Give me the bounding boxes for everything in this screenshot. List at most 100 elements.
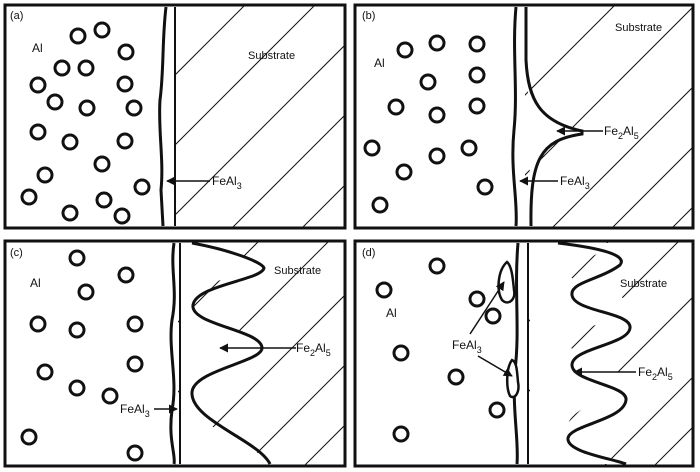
circle-particle-icon xyxy=(395,163,413,181)
panel-d-fe2al5-layer xyxy=(530,243,630,464)
panel-c-particles xyxy=(20,249,144,462)
panel-c-feal3-label: FeAl3 xyxy=(120,402,150,419)
circle-particle-icon xyxy=(68,321,86,339)
panel-a-al-label: Al xyxy=(32,41,43,55)
circle-particle-icon xyxy=(363,139,381,157)
circle-particle-icon xyxy=(36,363,54,381)
panel-b-label: (b) xyxy=(362,10,375,22)
panel-c-al-label: Al xyxy=(30,276,41,290)
circle-particle-icon xyxy=(476,178,494,196)
panel-d-feal3-island-top xyxy=(497,260,516,304)
panel-a-particles xyxy=(20,21,151,225)
circle-particle-icon xyxy=(126,355,144,373)
circle-particle-icon xyxy=(392,344,410,362)
arrow-icon xyxy=(477,355,513,377)
panel-b-frame xyxy=(353,3,695,230)
circle-particle-icon xyxy=(484,307,502,325)
panel-c-frame xyxy=(3,239,347,468)
panel-d-particles xyxy=(375,257,506,443)
circle-particle-icon xyxy=(69,27,87,45)
circle-particle-icon xyxy=(46,93,64,111)
panel-c-wavy-front xyxy=(190,241,272,465)
circle-particle-icon xyxy=(53,59,71,77)
circle-particle-icon xyxy=(20,428,38,446)
panel-d-feal3-label: FeAl3 xyxy=(452,338,482,355)
panel-b: (b) Al Substrate xyxy=(353,3,695,230)
panel-b-feal3-layer xyxy=(511,6,518,227)
panel-a-label: (a) xyxy=(10,10,23,22)
circle-particle-icon xyxy=(101,387,119,405)
circle-particle-icon xyxy=(117,266,135,284)
panel-a: (a) Al Substrate xyxy=(3,3,347,230)
panel-c-label: (c) xyxy=(10,247,23,259)
circle-particle-icon xyxy=(36,166,54,184)
circle-particle-icon xyxy=(125,99,143,117)
circle-particle-icon xyxy=(488,401,506,419)
panel-d-feal3-layer xyxy=(512,242,520,465)
circle-particle-icon xyxy=(93,21,111,39)
panel-b-al-label: Al xyxy=(374,56,385,70)
panel-d-label: (d) xyxy=(362,247,375,259)
circle-particle-icon xyxy=(396,41,414,59)
panel-b-feal3-label: FeAl3 xyxy=(560,174,590,191)
circle-particle-icon xyxy=(116,75,134,93)
circle-particle-icon xyxy=(428,106,446,124)
circle-particle-icon xyxy=(29,76,47,94)
panel-d-feal3-island-bottom xyxy=(506,358,520,399)
circle-particle-icon xyxy=(93,155,111,173)
panel-b-substrate-label: Substrate xyxy=(615,22,662,34)
panel-d-wavy-front xyxy=(557,241,632,466)
circle-particle-icon xyxy=(428,34,446,52)
panel-b-particles xyxy=(363,34,494,214)
circle-particle-icon xyxy=(428,257,446,275)
circle-particle-icon xyxy=(392,425,410,443)
circle-particle-icon xyxy=(371,196,389,214)
circle-particle-icon xyxy=(113,207,131,225)
circle-particle-icon xyxy=(387,98,405,116)
panel-c-fe2al5-label: Fe2Al5 xyxy=(296,341,331,358)
panel-d-substrate-label: Substrate xyxy=(620,278,667,290)
panel-b-fe2al5-layer xyxy=(524,7,584,227)
circle-particle-icon xyxy=(61,204,79,222)
panel-a-feal3-label: FeAl3 xyxy=(212,174,242,191)
circle-particle-icon xyxy=(78,99,96,117)
circle-particle-icon xyxy=(68,379,86,397)
circle-particle-icon xyxy=(447,368,465,386)
circle-particle-icon xyxy=(468,35,486,53)
circle-particle-icon xyxy=(126,315,144,333)
panel-c: (c) Al Substrate xyxy=(3,239,347,468)
circle-particle-icon xyxy=(95,191,113,209)
panel-a-substrate-hatch xyxy=(174,5,345,228)
circle-particle-icon xyxy=(419,73,437,91)
circle-particle-icon xyxy=(116,132,134,150)
circle-particle-icon xyxy=(468,97,486,115)
panel-d-frame xyxy=(353,239,695,468)
circle-particle-icon xyxy=(29,315,47,333)
circle-particle-icon xyxy=(61,133,79,151)
circle-particle-icon xyxy=(468,66,486,84)
circle-particle-icon xyxy=(77,59,95,77)
circle-particle-icon xyxy=(77,283,95,301)
panel-c-feal3-layer xyxy=(169,242,176,465)
panel-c-fe2al5-layer xyxy=(180,243,272,464)
circle-particle-icon xyxy=(68,249,86,267)
arrow-icon xyxy=(469,281,505,335)
panel-a-frame xyxy=(3,3,347,230)
circle-particle-icon xyxy=(126,444,144,462)
panel-c-substrate-label: Substrate xyxy=(274,265,321,277)
circle-particle-icon xyxy=(468,290,486,308)
circle-particle-icon xyxy=(20,188,38,206)
panel-b-fe2al5-label: Fe2Al5 xyxy=(604,124,639,141)
panel-d-fe2al5-label: Fe2Al5 xyxy=(638,365,673,382)
panel-d-al-label: Al xyxy=(386,306,397,320)
circle-particle-icon xyxy=(117,43,135,61)
circle-particle-icon xyxy=(29,123,47,141)
panel-d: (d) Al Substrate FeAl3 xyxy=(353,239,695,468)
panel-a-substrate-label: Substrate xyxy=(248,50,295,62)
circle-particle-icon xyxy=(428,147,446,165)
circle-particle-icon xyxy=(460,139,478,157)
panel-a-feal3-layer xyxy=(158,6,168,227)
circle-particle-icon xyxy=(133,178,151,196)
circle-particle-icon xyxy=(375,281,393,299)
